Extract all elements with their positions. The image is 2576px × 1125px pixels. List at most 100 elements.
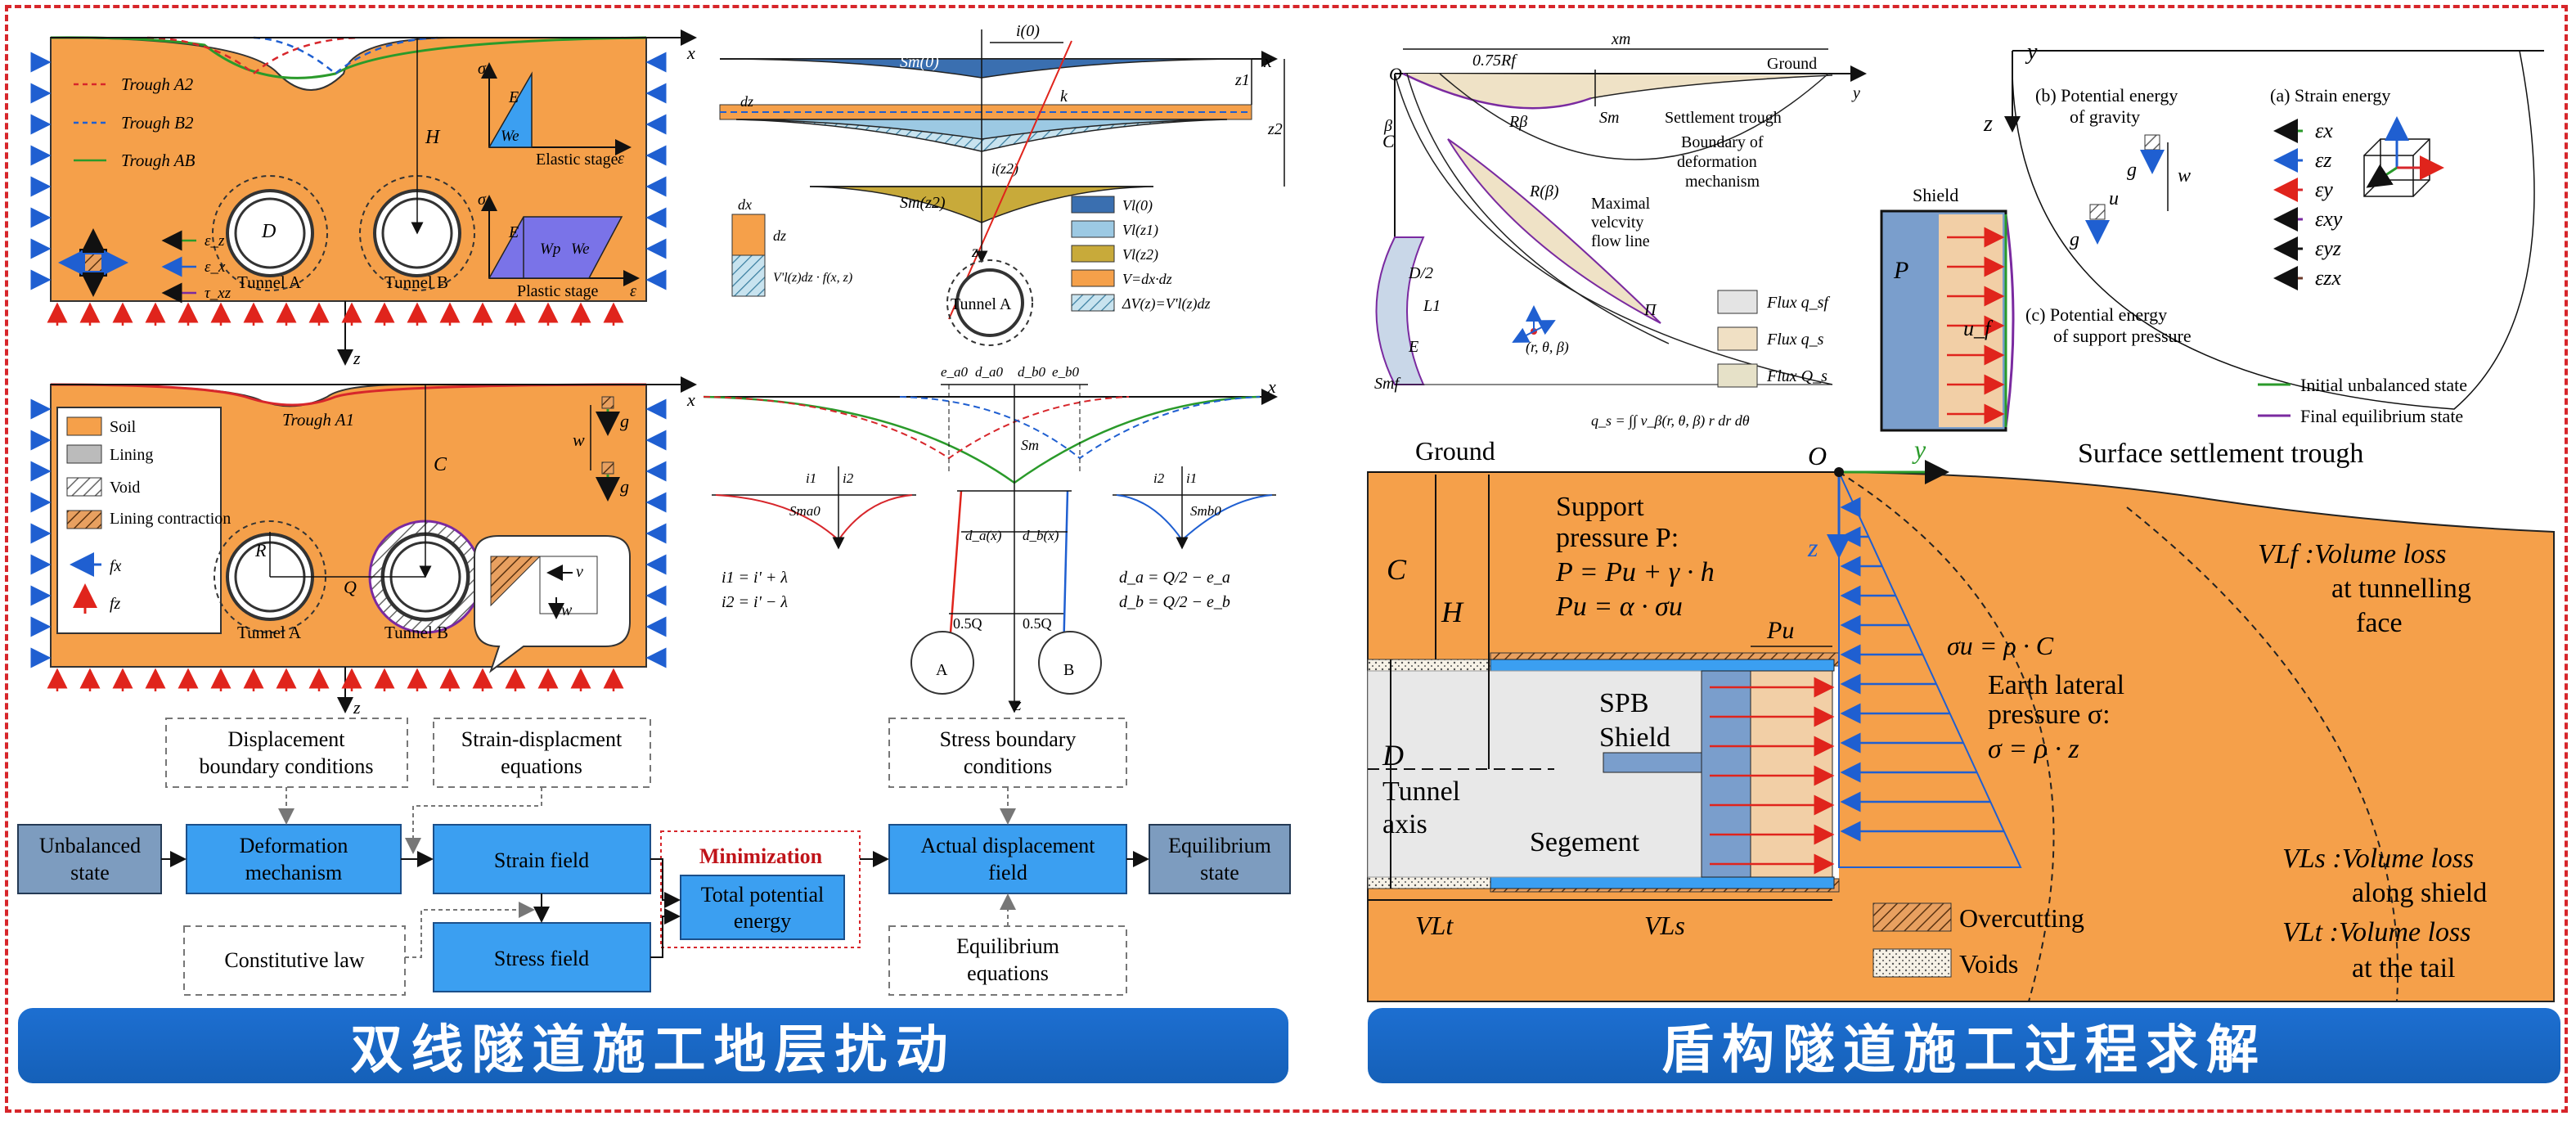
label-smb0: Smb0 (1190, 503, 1221, 519)
label-ea0: e_a0 (941, 364, 969, 380)
section-C: C (1387, 553, 1407, 586)
axis-z-top: z (353, 348, 361, 368)
earth-l2: pressure σ: (1988, 700, 2111, 730)
label-dax: d_a(x) (965, 528, 1002, 543)
volume-loss-diagram: Sm(0) i(0) dz Sm(z2) i(z2) k z z1 z2 x T… (719, 22, 1285, 346)
flow-disp-bc-l1: Displacement (228, 727, 346, 751)
legend-voids: Voids (1959, 949, 2018, 979)
mech-pi: Π (1643, 301, 1657, 319)
legend-initial: Initial unbalanced state (2300, 375, 2467, 395)
section-D: D (1382, 739, 1404, 772)
energy-g-2: g (2070, 229, 2079, 250)
flow-strain-field: Strain field (494, 848, 589, 872)
label-B: B (1063, 661, 1074, 679)
flow-total-l1: Total potential (701, 883, 825, 907)
strain-cube-icon (2363, 116, 2444, 197)
flow-deformation-l1: Deformation (240, 834, 348, 857)
label-dx: dx (738, 196, 752, 213)
axis-x-t2: x (1267, 376, 1276, 397)
eps-y: εy (2315, 178, 2333, 201)
earth-pressure-arrows (1840, 497, 2004, 842)
axis-x-mid: x (686, 389, 695, 410)
section-ground: Ground (1415, 436, 1495, 466)
mech-rbeta: Rβ (1508, 113, 1527, 131)
legend-soil: Soil (110, 418, 137, 436)
eps-x: εx (2315, 119, 2333, 142)
label-dz-1: dz (740, 93, 753, 110)
energy-c-l2: of support pressure (2053, 326, 2192, 346)
label-vl-dz: V'l(z)dz · f(x, z) (773, 271, 852, 285)
label-sm-t2: Sm (1021, 437, 1039, 453)
earth-l1: Earth lateral (1988, 670, 2124, 700)
legend-fx: fx (110, 557, 122, 575)
label-z-vol: z (971, 243, 978, 261)
vlt-l2: at the tail (2352, 953, 2456, 983)
vol-legend-4: ΔV(z)=V'l(z)dz (1122, 295, 1211, 313)
mech-maxvel-l2: velcvity (1591, 214, 1643, 232)
vlf-l3: face (2356, 608, 2403, 638)
mech-xm: xm (1611, 30, 1630, 48)
energy-flowchart: Displacement boundary conditions Strain-… (17, 718, 1291, 996)
energy-components-diagram: y z Shield P u_f (b) Potential energy of… (1880, 39, 2544, 469)
legend-final: Final equilibrium state (2300, 406, 2463, 426)
We-label-2: We (571, 241, 590, 258)
label-D: D (261, 221, 276, 242)
eq-right-1: d_a = Q/2 − e_a (1119, 569, 1230, 587)
tunnel-a-label-mid: Tunnel A (237, 623, 302, 642)
flow-strain-eq-l1: Strain-displacment (461, 727, 623, 751)
tunnel-a-vol: Tunnel A (951, 295, 1012, 313)
left-top-force-arrows (30, 52, 667, 326)
left-top-soil-block: Trough A2 Trough B2 Trough AB D H Tunnel… (50, 29, 697, 368)
tunnel-b-label-mid: Tunnel B (384, 623, 448, 642)
vlf-l2: at tunnelling (2331, 574, 2471, 604)
flux-qs: Flux q_s (1766, 331, 1824, 349)
energy-b-l2: of gravity (2070, 106, 2140, 127)
flow-actual-l1: Actual displacement (921, 834, 1096, 857)
flow-eq-eq-l1: Equilibrium (956, 934, 1059, 958)
section-vlt: VLt (1415, 911, 1454, 940)
section-z: z (1807, 533, 1818, 562)
label-A: A (936, 661, 948, 679)
We-label-1: We (501, 128, 519, 145)
vls-l1: VLs :Volume loss (2282, 844, 2474, 874)
label-g-1: g (620, 411, 629, 431)
label-iz2: i(z2) (991, 160, 1018, 178)
flow-stress-bc-l1: Stress boundary (940, 727, 1077, 751)
eps-label-2: ε (630, 282, 636, 300)
shield-section-diagram: Ground O y z C H D Support pressure P: P… (1367, 434, 2555, 1002)
mech-E: E (1408, 338, 1418, 356)
label-w-mid: w (573, 430, 585, 450)
trough-superposition-diagram: e_a0 d_a0 d_b0 e_b0 Sm d_a(x) d_b(x) 0.5… (703, 364, 1278, 714)
label-dbx: d_b(x) (1023, 528, 1059, 543)
mech-boundary-l2: deformation (1677, 153, 1757, 171)
axis-x-vol: x (1263, 51, 1272, 71)
E-label-1: E (508, 88, 519, 106)
label-H: H (425, 127, 441, 148)
flow-eq-eq-l2: equations (967, 961, 1049, 985)
flow-strain-eq-l2: equations (501, 754, 582, 778)
mech-maxvel-l3: flow line (1591, 232, 1650, 250)
mech-d2: D/2 (1408, 264, 1433, 282)
vlt-l1: VLt :Volume loss (2282, 917, 2470, 947)
label-eb0: e_b0 (1052, 364, 1080, 380)
label-da0: d_a0 (975, 364, 1004, 380)
label-i2-right: i2 (1153, 470, 1165, 486)
mech-boundary-l3: mechanism (1685, 173, 1760, 191)
section-sigma-u: σu = ρ · C (1947, 631, 2054, 660)
flux-qsf: Flux q_sf (1766, 294, 1830, 312)
section-pu: Pu (1766, 617, 1794, 644)
label-sma0: Sma0 (789, 503, 820, 519)
mech-r-of-beta: R(β) (1529, 182, 1559, 200)
left-mid-soil-block: x z Soil Lining Void Lining contraction … (50, 376, 697, 718)
sigma-label-2: σ (478, 191, 487, 209)
eq-right-2: d_b = Q/2 − e_b (1119, 593, 1230, 611)
flow-unbalanced-l2: state (70, 861, 110, 884)
tunnel-a-label: Tunnel A (237, 272, 302, 292)
vol-legend-1: Vl(z1) (1122, 222, 1158, 239)
vlf-l1: VLf :Volume loss (2258, 539, 2446, 569)
mech-maxvel-l1: Maximal (1591, 195, 1651, 213)
legend-trough-a2: Trough A2 (121, 74, 194, 94)
failure-mechanism-diagram: O 0.75Rf xm Ground Sm Settlement trough … (1374, 30, 1867, 430)
label-05q-1: 0.5Q (953, 615, 982, 632)
flow-total-l2: energy (734, 909, 791, 933)
